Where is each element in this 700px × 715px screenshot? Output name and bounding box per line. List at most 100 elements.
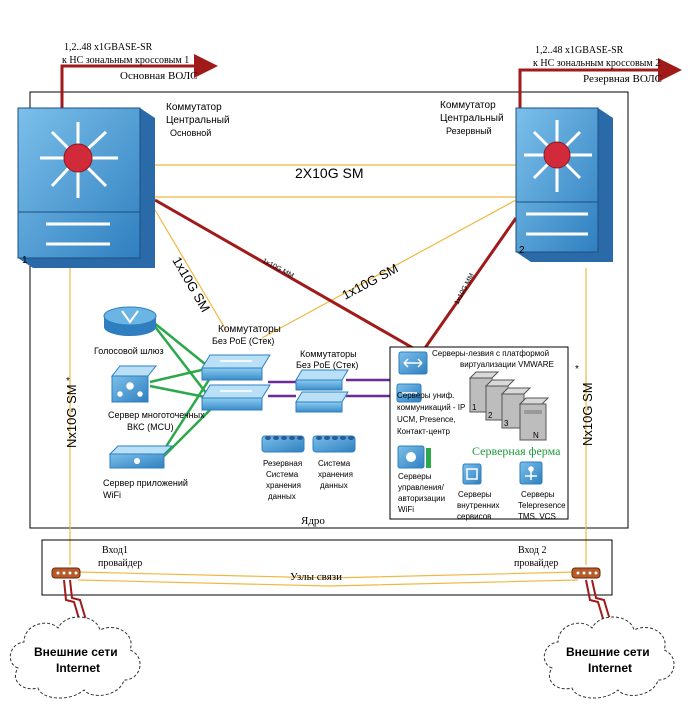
svg-text:Internet: Internet xyxy=(56,661,100,675)
storage-main-label: Система хранения данных xyxy=(318,459,353,490)
switch-reserve-label: Коммутатор Центральный Резервный xyxy=(440,100,504,136)
svg-text:Резервная: Резервная xyxy=(263,459,302,468)
core-boundary xyxy=(29,91,629,529)
mid-diag-label: 1x10G SM xyxy=(339,261,400,303)
svg-text:2: 2 xyxy=(488,411,493,420)
mm-links xyxy=(154,198,518,350)
svg-text:WiFi: WiFi xyxy=(103,490,121,500)
stack-right-label: Коммутаторы Без PoE (Стек) xyxy=(296,349,358,370)
svg-text:Вход 2: Вход 2 xyxy=(518,545,546,556)
svg-text:WiFi: WiFi xyxy=(398,505,414,514)
uc-servers-label: Серверы униф. коммуникаций - IP UCM, Pre… xyxy=(397,391,465,436)
central-switch-main[interactable]: 1 xyxy=(17,107,155,268)
svg-text:1,2..48 x1GBASE-SR: 1,2..48 x1GBASE-SR xyxy=(64,42,153,53)
stack-switches-right[interactable] xyxy=(295,369,349,413)
wifi-server-label: Сервер приложений WiFi xyxy=(103,478,188,500)
uc-servers[interactable] xyxy=(396,383,422,403)
auth-servers[interactable] xyxy=(397,445,431,469)
stack-switches-left[interactable] xyxy=(201,354,271,411)
svg-text:Коммутатор: Коммутатор xyxy=(440,100,496,111)
mcu-people-icon xyxy=(117,382,143,397)
svg-text:виртуализации VMWARE: виртуализации VMWARE xyxy=(460,360,554,369)
mcu-label: Сервер многоточечных ВКС (MCU) xyxy=(108,410,205,432)
core-label: Ядро xyxy=(301,515,325,527)
storage-reserve[interactable] xyxy=(261,435,305,453)
svg-text:Система: Система xyxy=(266,470,299,479)
svg-text:Резервная ВОЛС: Резервная ВОЛС xyxy=(583,73,662,85)
svg-text:Серверы-лезвия с платформой: Серверы-лезвия с платформой xyxy=(432,349,549,358)
svg-text:1: 1 xyxy=(472,403,477,412)
svg-text:хранения: хранения xyxy=(318,470,353,479)
input1-label: Вход1 провайдер xyxy=(98,545,142,569)
svg-text:TMS, VCS: TMS, VCS xyxy=(518,512,556,521)
svg-text:1: 1 xyxy=(22,255,28,266)
central-switch-reserve[interactable]: 2 xyxy=(515,107,613,262)
provider-router-2[interactable] xyxy=(571,567,601,579)
auth-servers-label: Серверы управления/ авторизации WiFi xyxy=(398,472,445,514)
svg-text:Без PoE (Стек): Без PoE (Стек) xyxy=(212,336,274,346)
telepresence-icon xyxy=(525,466,537,480)
uplink-main: 1,2..48 x1GBASE-SR к НС зональным кроссо… xyxy=(60,42,218,108)
left-diag-label: 1x10G SM xyxy=(169,254,213,315)
svg-text:внутренних: внутренних xyxy=(457,501,500,510)
disk-array-icon xyxy=(265,436,303,440)
server-farm-title: Серверная ферма xyxy=(472,444,561,458)
svg-text:Центральный: Центральный xyxy=(440,113,504,124)
telepresence-servers[interactable] xyxy=(519,461,543,485)
router-arrows-icon xyxy=(121,310,139,324)
stack-left-label: Коммутаторы Без PoE (Стек) xyxy=(212,324,281,346)
nodes-label: Узлы связи xyxy=(290,571,342,583)
storage-reserve-label: Резервная Система хранения данных xyxy=(263,459,302,501)
svg-text:N: N xyxy=(533,431,539,440)
internal-servers[interactable] xyxy=(462,463,482,485)
provider-router-1[interactable] xyxy=(51,567,81,579)
svg-text:Контакт-центр: Контакт-центр xyxy=(397,427,450,436)
internal-server-icon xyxy=(466,468,478,480)
right-vertical-label: Nx10G SM xyxy=(580,382,595,446)
svg-text:Серверы: Серверы xyxy=(398,472,432,481)
svg-text:Основной: Основной xyxy=(170,128,211,138)
svg-text:данных: данных xyxy=(320,481,348,490)
wifi-app-server[interactable] xyxy=(108,445,174,469)
svg-text:Центральный: Центральный xyxy=(166,115,230,126)
mcu-server[interactable] xyxy=(110,365,158,403)
svg-text:Коммутаторы: Коммутаторы xyxy=(300,349,357,359)
cloud-left: Внешние сети Internet xyxy=(9,616,141,699)
wifi-server-icon xyxy=(134,458,140,464)
svg-text:Серверы: Серверы xyxy=(521,490,555,499)
blade-header-icon[interactable] xyxy=(398,351,428,375)
svg-text:Внешние сети: Внешние сети xyxy=(34,645,118,659)
storage-main[interactable] xyxy=(312,435,356,453)
telepresence-label: Серверы Telepresence TMS, VCS xyxy=(518,490,566,521)
provider-nodes-box xyxy=(41,539,613,596)
svg-text:Система: Система xyxy=(318,459,351,468)
svg-text:к НС зональным кроссовым 2: к НС зональным кроссовым 2 xyxy=(533,58,660,69)
wan-links xyxy=(63,579,611,623)
svg-text:сервисов: сервисов xyxy=(457,512,491,521)
vm-stack[interactable]: 1 2 3 N xyxy=(468,371,550,441)
left-star: * xyxy=(66,376,70,387)
input2-label: Вход 2 провайдер xyxy=(514,545,558,569)
svg-text:Серверы: Серверы xyxy=(458,490,492,499)
svg-text:провайдер: провайдер xyxy=(514,558,558,569)
svg-text:Telepresence: Telepresence xyxy=(518,501,566,510)
svg-text:1,2..48 x1GBASE-SR: 1,2..48 x1GBASE-SR xyxy=(535,45,624,56)
svg-text:Internet: Internet xyxy=(588,661,632,675)
disk-array-icon xyxy=(316,436,354,440)
voice-gateway[interactable] xyxy=(103,306,157,336)
svg-text:Серверы униф.: Серверы униф. xyxy=(397,391,454,400)
green-links xyxy=(149,321,217,459)
svg-text:хранения: хранения xyxy=(266,481,301,490)
svg-text:к НС зональным кроссовым 1: к НС зональным кроссовым 1 xyxy=(62,55,189,66)
svg-text:Сервер приложений: Сервер приложений xyxy=(103,478,188,488)
svg-text:авторизации: авторизации xyxy=(398,494,445,503)
mm-left-label: 1x10G MM xyxy=(261,258,295,280)
svg-text:Основная ВОЛС: Основная ВОЛС xyxy=(120,70,198,82)
svg-text:ВКС (MCU): ВКС (MCU) xyxy=(127,422,174,432)
svg-text:3: 3 xyxy=(504,419,509,428)
svg-text:Сервер многоточечных: Сервер многоточечных xyxy=(108,410,205,420)
vm-server-n-icon: N xyxy=(518,397,550,441)
svg-text:коммуникаций - IP: коммуникаций - IP xyxy=(397,403,465,412)
svg-text:Без PoE (Стек): Без PoE (Стек) xyxy=(296,360,358,370)
